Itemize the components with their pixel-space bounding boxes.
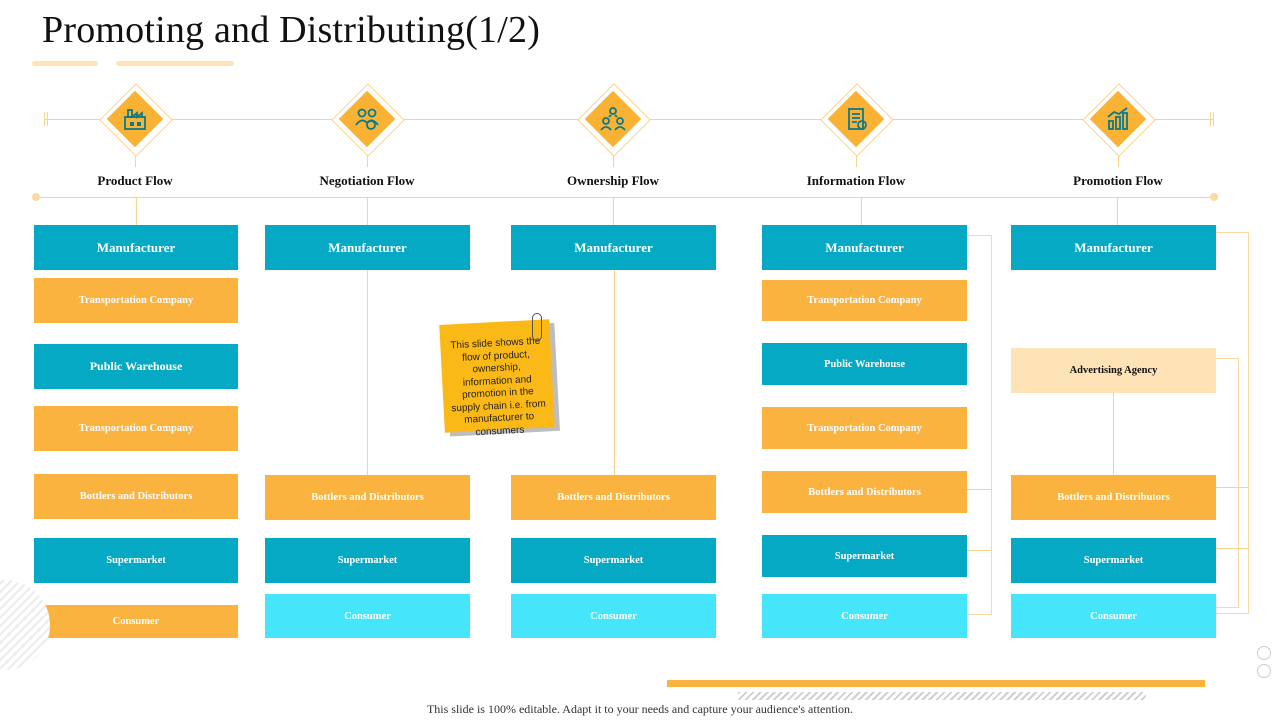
promotion-step-bottlers: Bottlers and Distributors xyxy=(1011,475,1216,520)
information-step-transportation-2: Transportation Company xyxy=(762,407,967,449)
promotion-bracket-outer xyxy=(1216,232,1249,614)
connector-ownership xyxy=(613,197,614,225)
connector-negotiation xyxy=(367,197,368,225)
promotion-step-manufacturer: Manufacturer xyxy=(1011,225,1216,270)
promotion-long-connector xyxy=(1113,393,1114,475)
factory-icon xyxy=(124,109,146,130)
ownership-long-connector xyxy=(614,270,615,475)
ownership-step-supermarket: Supermarket xyxy=(511,538,716,583)
ownership-step-bottlers: Bottlers and Distributors xyxy=(511,475,716,520)
divider-dot-left xyxy=(32,193,40,201)
ring-decoration-2 xyxy=(1257,664,1271,678)
information-step-supermarket: Supermarket xyxy=(762,535,967,577)
product-step-manufacturer: Manufacturer xyxy=(34,225,238,270)
connector-information xyxy=(861,197,862,225)
information-step-public-warehouse: Public Warehouse xyxy=(762,343,967,385)
flow-divider-line xyxy=(36,197,1214,198)
promotion-step-consumer: Consumer xyxy=(1011,594,1216,638)
flow-title-ownership: Ownership Flow xyxy=(566,173,660,188)
ring-decoration-1 xyxy=(1257,646,1271,660)
ownership-step-consumer: Consumer xyxy=(511,594,716,638)
connector-product xyxy=(136,197,137,225)
hatch-decoration-left xyxy=(0,580,50,670)
ownership-people-icon xyxy=(600,107,626,131)
connector-promotion xyxy=(1117,197,1118,225)
divider-dot-right xyxy=(1210,193,1218,201)
paperclip-icon xyxy=(532,313,542,341)
negotiation-step-manufacturer: Manufacturer xyxy=(265,225,470,270)
promotion-step-advertising-agency: Advertising Agency xyxy=(1011,348,1216,393)
product-step-transportation-2: Transportation Company xyxy=(34,406,238,451)
promotion-bracket-inner xyxy=(1216,358,1239,608)
people-negotiation-icon xyxy=(355,108,379,130)
footer-note: This slide is 100% editable. Adapt it to… xyxy=(426,702,854,716)
ownership-step-manufacturer: Manufacturer xyxy=(511,225,716,270)
page-title: Promoting and Distributing(1/2) xyxy=(42,9,541,51)
information-step-consumer: Consumer xyxy=(762,594,967,638)
information-step-bottlers: Bottlers and Distributors xyxy=(762,471,967,513)
product-step-supermarket: Supermarket xyxy=(34,538,238,583)
information-bracket xyxy=(967,235,992,615)
timeline-end-right xyxy=(1210,112,1211,126)
product-step-transportation-1: Transportation Company xyxy=(34,278,238,323)
flow-title-product: Product Flow xyxy=(97,173,173,188)
product-step-public-warehouse: Public Warehouse xyxy=(34,344,238,389)
timeline-end-left-2 xyxy=(47,112,48,126)
negotiation-step-consumer: Consumer xyxy=(265,594,470,638)
flow-title-information: Information Flow xyxy=(806,173,906,188)
promotion-step-supermarket: Supermarket xyxy=(1011,538,1216,583)
timeline-end-right-2 xyxy=(1213,112,1214,126)
timeline-end-left xyxy=(44,112,45,126)
negotiation-step-supermarket: Supermarket xyxy=(265,538,470,583)
information-document-icon xyxy=(848,108,867,130)
product-step-consumer: Consumer xyxy=(34,605,238,638)
orange-bar-decoration xyxy=(667,680,1205,687)
flow-title-negotiation: Negotiation Flow xyxy=(319,173,415,188)
title-underline-short xyxy=(32,61,98,66)
title-underline-long xyxy=(116,61,234,66)
product-step-bottlers: Bottlers and Distributors xyxy=(34,474,238,519)
hatch-bar-decoration xyxy=(738,692,1146,700)
flow-title-promotion: Promotion Flow xyxy=(1073,173,1163,188)
negotiation-step-bottlers: Bottlers and Distributors xyxy=(265,475,470,520)
information-step-transportation-1: Transportation Company xyxy=(762,280,967,321)
information-step-manufacturer: Manufacturer xyxy=(762,225,967,270)
negotiation-long-connector xyxy=(367,270,368,475)
growth-chart-icon xyxy=(1107,107,1128,130)
